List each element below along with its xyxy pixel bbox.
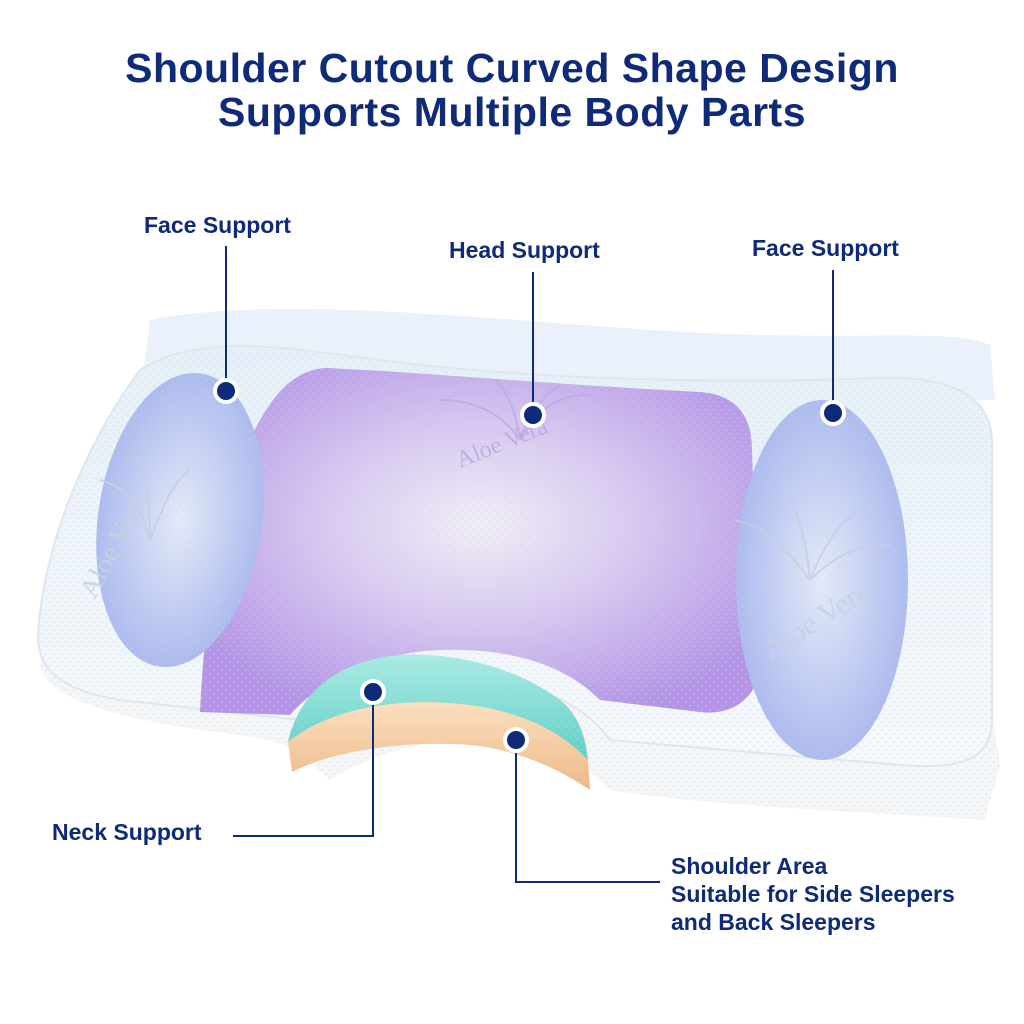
head-support-texture (200, 368, 760, 715)
label-shoulder-line-2: Suitable for Side Sleepers (671, 881, 955, 907)
face-support-left-texture (96, 372, 264, 668)
label-head-support: Head Support (449, 237, 600, 263)
pointer-dot-face-left (213, 378, 239, 404)
label-face-support-right: Face Support (752, 235, 899, 261)
headline-line-2: Supports Multiple Body Parts (217, 89, 807, 135)
pointer-dot-face-right (820, 400, 846, 426)
headline-line-1: Shoulder Cutout Curved Shape Design (125, 45, 899, 91)
aloe-leaf-emblem-left (99, 454, 191, 541)
pointer-dot-neck (360, 679, 386, 705)
shoulder-cutout-base-layer (288, 696, 590, 790)
pointer-dot-shoulder (503, 727, 529, 753)
neck-support-gel-texture (288, 654, 588, 760)
label-shoulder-line-1: Shoulder Area (671, 853, 828, 879)
label-shoulder-line-3: and Back Sleepers (671, 909, 876, 935)
label-neck-support: Neck Support (52, 819, 202, 845)
label-face-support-left: Face Support (144, 212, 291, 238)
pointer-line-neck (233, 692, 374, 837)
pointer-dots (213, 378, 846, 753)
pointer-lines (225, 246, 834, 883)
pointer-dot-head (520, 402, 546, 428)
label-shoulder-area: Shoulder Area Suitable for Side Sleepers… (671, 852, 955, 936)
aloe-leaf-emblem-right (734, 489, 891, 581)
face-support-right-texture (736, 400, 908, 760)
pointer-line-shoulder (515, 740, 660, 883)
